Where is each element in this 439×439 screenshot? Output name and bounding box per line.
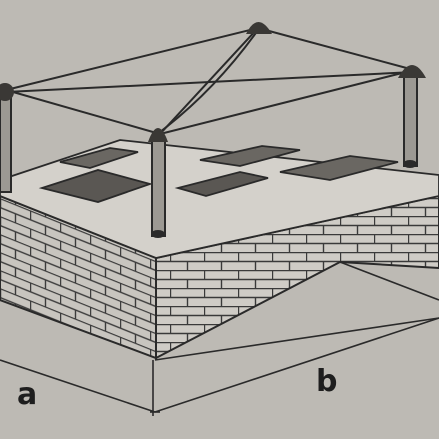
corner-stakes <box>0 22 426 238</box>
corner-stake <box>398 65 426 168</box>
ground-lines <box>152 261 439 416</box>
dimension-label-a: a <box>17 377 38 412</box>
dimension-line-b <box>150 317 439 413</box>
wall-openings <box>38 145 399 203</box>
string-lines <box>5 27 415 135</box>
corner-stake <box>148 128 168 238</box>
corner-stake <box>246 22 272 34</box>
dimension-line-a <box>0 359 156 413</box>
corner-stake <box>0 83 14 193</box>
dimension-label-b: b <box>316 364 338 399</box>
